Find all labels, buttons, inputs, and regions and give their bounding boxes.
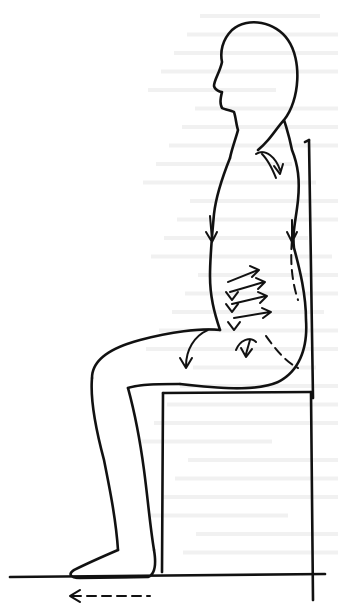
chair-icon <box>162 140 313 600</box>
arrow-icon <box>228 266 259 282</box>
back-outline <box>180 120 306 388</box>
person-icon <box>71 22 307 578</box>
calf-back-outline <box>128 388 154 550</box>
arrow-icon <box>206 216 217 242</box>
chair-front-leg <box>162 393 163 572</box>
belly-check-mark <box>226 292 238 300</box>
foot-outline <box>71 550 155 578</box>
buttock-crease <box>236 339 256 350</box>
force-arrows <box>70 152 297 602</box>
arrow-icon <box>234 308 271 318</box>
floor-arrow-icon <box>70 590 150 602</box>
belly-check-mark <box>226 304 238 312</box>
chair-back-leg <box>311 392 313 600</box>
belly-check-mark <box>228 322 240 330</box>
chair-backrest-top <box>305 140 309 142</box>
chair-seat <box>163 392 311 393</box>
floor-line-icon <box>10 574 325 577</box>
shin-front-outline <box>92 378 118 550</box>
support-curve-dashed <box>266 240 298 368</box>
head-outline <box>214 22 297 158</box>
thigh-bottom-outline <box>128 384 180 388</box>
arrow-icon <box>180 330 208 368</box>
backrest-post <box>309 140 313 398</box>
thigh-top-outline <box>92 329 220 378</box>
